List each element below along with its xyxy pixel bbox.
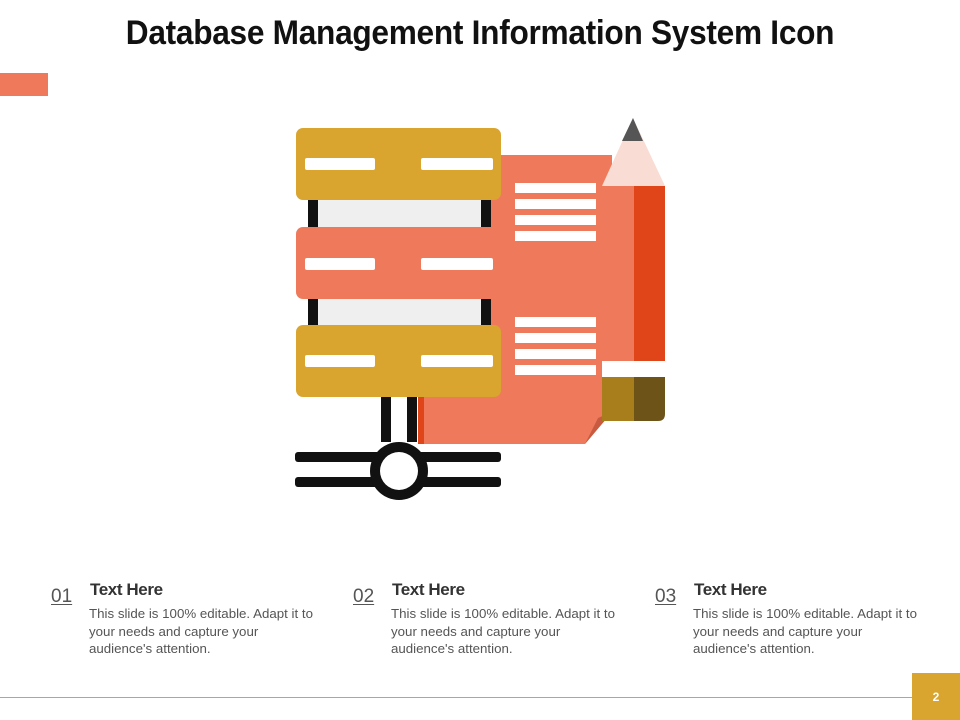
page-number: 2: [912, 673, 960, 720]
item-number: 02: [353, 586, 375, 607]
item-number: 01: [51, 586, 73, 607]
pencil-icon: [602, 118, 665, 421]
item-heading: Text Here: [694, 580, 767, 599]
item-body: This slide is 100% editable. Adapt it to…: [89, 606, 313, 656]
item-body: This slide is 100% editable. Adapt it to…: [693, 606, 917, 656]
item-heading: Text Here: [392, 580, 465, 599]
footer-divider: [0, 697, 912, 698]
slide-title: Database Management Information System I…: [125, 14, 835, 52]
database-document-pencil-icon: [295, 118, 665, 500]
item-number: 03: [655, 586, 677, 607]
server-rack-icon: [296, 128, 501, 397]
accent-bar: [0, 73, 48, 96]
item-body: This slide is 100% editable. Adapt it to…: [391, 606, 615, 656]
network-connector-icon: [295, 397, 501, 500]
item-heading: Text Here: [90, 580, 163, 599]
